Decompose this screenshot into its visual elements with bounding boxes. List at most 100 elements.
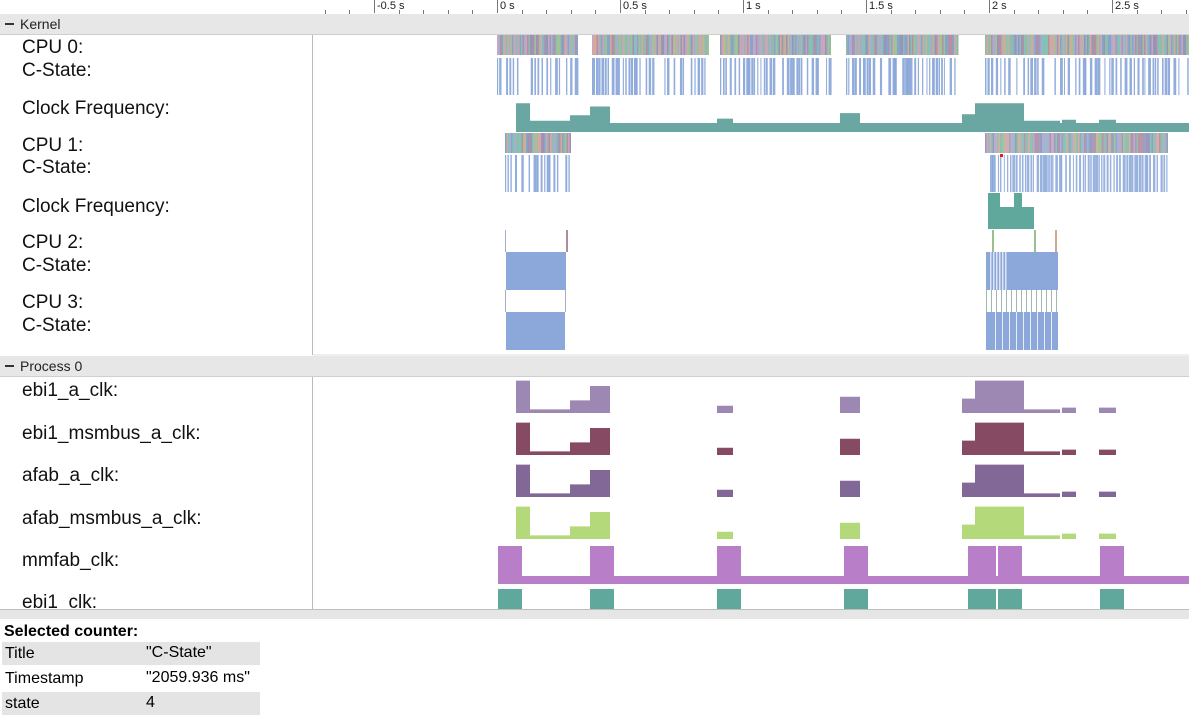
- cpu-schedule-slice: [1070, 133, 1072, 153]
- ruler-minor-tick: [1063, 10, 1064, 14]
- cstate-bar: [1128, 155, 1132, 192]
- cpu-schedule-slice: [774, 35, 776, 55]
- cstate-bar: [1072, 155, 1074, 192]
- cstate-bar: [1041, 58, 1045, 95]
- cstate-bar: [1027, 155, 1030, 192]
- cpu-schedule-slice: [1172, 35, 1174, 55]
- cpu-schedule-slice: [1018, 133, 1020, 153]
- cpu-schedule-slice: [1031, 133, 1033, 153]
- cpu-schedule-slice: [1070, 35, 1072, 55]
- cstate-bar: [1024, 155, 1027, 192]
- cpu-schedule-slice: [852, 35, 854, 55]
- cstate-block: [986, 312, 1058, 350]
- cstate-bar: [521, 155, 524, 192]
- cstate-bar: [615, 58, 619, 95]
- cpu-schedule-slice: [876, 35, 878, 55]
- cpu-schedule-slice: [862, 35, 864, 55]
- cpu-schedule-slice: [745, 35, 747, 55]
- collapse-icon[interactable]: [5, 23, 14, 25]
- cpu-schedule-slice: [1056, 290, 1057, 312]
- cstate-gap: [1002, 312, 1003, 350]
- section-header-process-0[interactable]: Process 0: [0, 356, 1189, 377]
- cpu-schedule-slice: [1148, 133, 1150, 153]
- cpu-schedule-slice: [998, 35, 1000, 55]
- cpu-schedule-slice: [928, 35, 930, 55]
- detail-row-state: state 4: [2, 692, 260, 715]
- cpu-schedule-slice: [1036, 290, 1037, 312]
- cpu-schedule-slice: [625, 35, 627, 55]
- track-label-mmfab-clk: mmfab_clk:: [22, 550, 120, 571]
- cpu-schedule-slice: [865, 35, 867, 55]
- cpu-schedule-slice: [933, 35, 935, 55]
- cpu-schedule-slice: [1097, 133, 1099, 153]
- cpu-schedule-slice: [1040, 35, 1042, 55]
- cstate-bar: [1008, 58, 1011, 95]
- cpu-schedule-slice: [512, 35, 514, 55]
- ruler-tick-label: 2 s: [992, 0, 1007, 12]
- cpu-schedule-slice: [533, 35, 535, 55]
- detail-value: "2059.936 ms": [146, 669, 250, 686]
- timeline-tracks[interactable]: [0, 0, 1189, 609]
- section-header-kernel[interactable]: Kernel: [0, 14, 1189, 35]
- cstate-bar: [1113, 155, 1115, 192]
- cpu-schedule-slice: [724, 35, 726, 55]
- cpu-schedule-slice: [514, 133, 516, 153]
- ruler-major-tick: [620, 0, 621, 13]
- cpu-schedule-slice: [677, 35, 679, 55]
- cstate-bar: [1101, 155, 1103, 192]
- cpu-schedule-slice: [1124, 133, 1126, 153]
- cstate-bar: [1082, 58, 1086, 95]
- cpu-schedule-slice: [1126, 35, 1128, 55]
- cpu-schedule-slice: [616, 35, 618, 55]
- cpu-schedule-slice: [614, 35, 616, 55]
- ruler-minor-tick: [1087, 10, 1088, 14]
- cstate-bar: [826, 58, 828, 95]
- cpu-schedule-slice: [619, 35, 621, 55]
- cpu-schedule-slice: [1041, 290, 1042, 312]
- cpu-schedule-slice: [557, 133, 559, 153]
- cpu-schedule-slice: [757, 35, 759, 55]
- cpu-schedule-slice: [789, 35, 791, 55]
- cpu-schedule-slice: [1102, 35, 1104, 55]
- cpu-schedule-slice: [1109, 35, 1111, 55]
- cstate-bar: [1067, 58, 1070, 95]
- cpu-schedule-slice: [736, 35, 738, 55]
- cstate-bar: [1012, 155, 1016, 192]
- cpu-schedule-slice: [900, 35, 902, 55]
- cstate-bar: [994, 155, 996, 192]
- cpu-schedule-slice: [1117, 133, 1119, 153]
- cpu-schedule-slice: [934, 35, 936, 55]
- detail-key: state: [5, 695, 40, 712]
- cstate-bar: [796, 58, 799, 95]
- cpu-schedule-slice: [602, 35, 604, 55]
- cpu-schedule-slice: [560, 35, 562, 55]
- cpu-schedule-slice: [1129, 133, 1131, 153]
- cpu-schedule-slice: [991, 290, 992, 312]
- ruler-tick-label: 0.5 s: [623, 0, 647, 12]
- cpu-schedule-slice: [512, 133, 514, 153]
- cpu-schedule-slice: [626, 35, 628, 55]
- ruler-minor-tick: [448, 10, 449, 14]
- cpu-schedule-slice: [576, 35, 578, 55]
- cpu-schedule-slice: [988, 133, 990, 153]
- cpu-schedule-slice: [1154, 35, 1156, 55]
- cpu-schedule-slice: [1055, 133, 1057, 153]
- cstate-bar: [1075, 155, 1078, 192]
- cpu-schedule-slice: [873, 35, 875, 55]
- cpu-schedule-slice: [1000, 35, 1002, 55]
- cstate-bar: [679, 58, 683, 95]
- cstate-bar: [798, 58, 801, 95]
- collapse-icon[interactable]: [5, 365, 14, 367]
- cpu-schedule-slice: [925, 35, 927, 55]
- ruler-minor-tick: [546, 10, 547, 14]
- cstate-bar: [639, 58, 641, 95]
- counter-pulse-mmfab-clk: [998, 546, 1022, 584]
- counter-pulse-mmfab-clk: [590, 546, 614, 584]
- cpu-schedule-slice: [768, 35, 770, 55]
- cpu-schedule-slice: [1150, 133, 1152, 153]
- cpu-schedule-slice: [1048, 35, 1050, 55]
- cstate-bar: [742, 58, 746, 95]
- cstate-bar: [505, 155, 507, 192]
- cstate-bar: [514, 155, 518, 192]
- cstate-gap: [1009, 312, 1010, 350]
